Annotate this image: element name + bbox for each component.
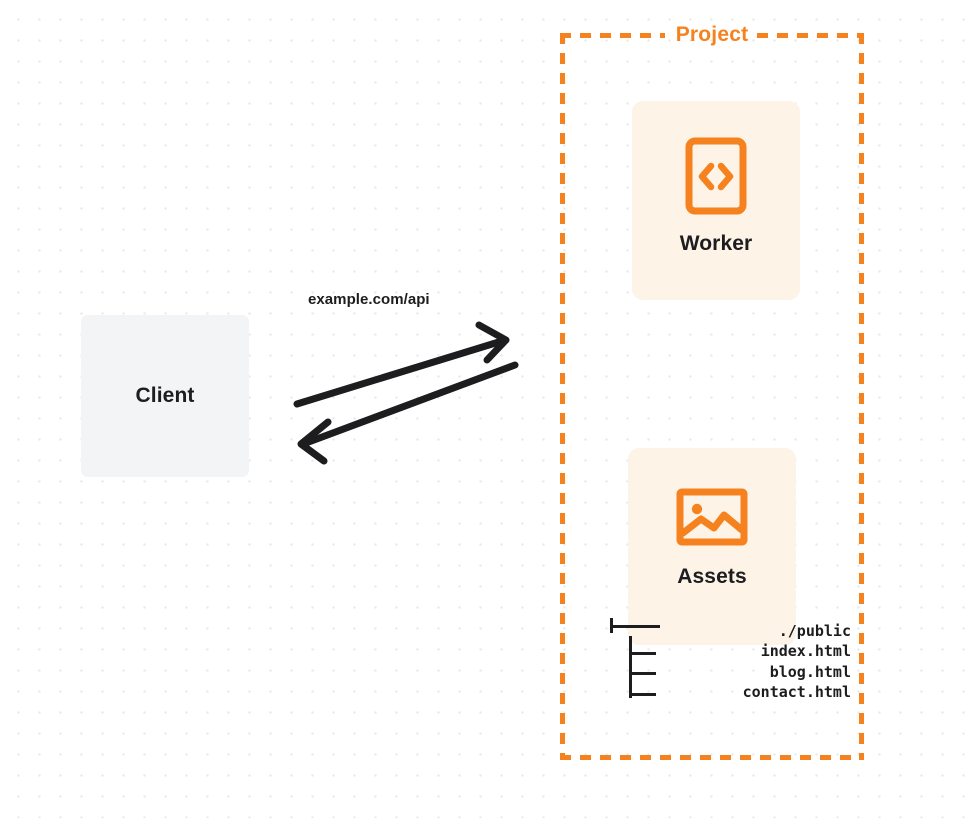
tree-branch-icon [610,615,672,636]
container-border-top-left [560,33,665,38]
file-tree-root-name: ./public [778,621,851,640]
file-tree-item-name: contact.html [742,683,851,701]
worker-label: Worker [679,232,753,255]
file-tree-item: index.html [610,635,860,660]
assets-node: Assets [628,448,796,645]
container-border-bottom [560,755,864,760]
file-tree-item: contact.html [610,676,860,701]
file-tree-item-name: index.html [760,642,851,660]
connection-label: example.com/api [308,291,430,308]
project-container: Project Worker Assets [560,23,864,760]
container-border-top-right [757,33,864,38]
client-node: Client [81,315,249,477]
project-title: Project [675,23,749,46]
file-tree-item: blog.html [610,656,860,681]
assets-label: Assets [677,565,747,588]
file-tree-item-name: blog.html [769,662,851,681]
code-brackets-icon [685,137,747,215]
image-photo-icon [676,488,748,546]
tree-child-icon [610,656,672,677]
container-border-left [560,33,565,760]
tree-child-icon [610,676,672,698]
arrow-left-down-icon [297,361,519,465]
tree-child-icon [610,635,672,657]
container-border-right [859,33,864,760]
arrow-right-up-icon [293,321,510,408]
file-tree: ./public index.html blog.html [610,615,860,701]
file-tree-root-row: ./public [610,615,860,640]
worker-node: Worker [632,101,800,300]
connection-arrows [293,321,519,465]
client-label: Client [135,384,195,407]
